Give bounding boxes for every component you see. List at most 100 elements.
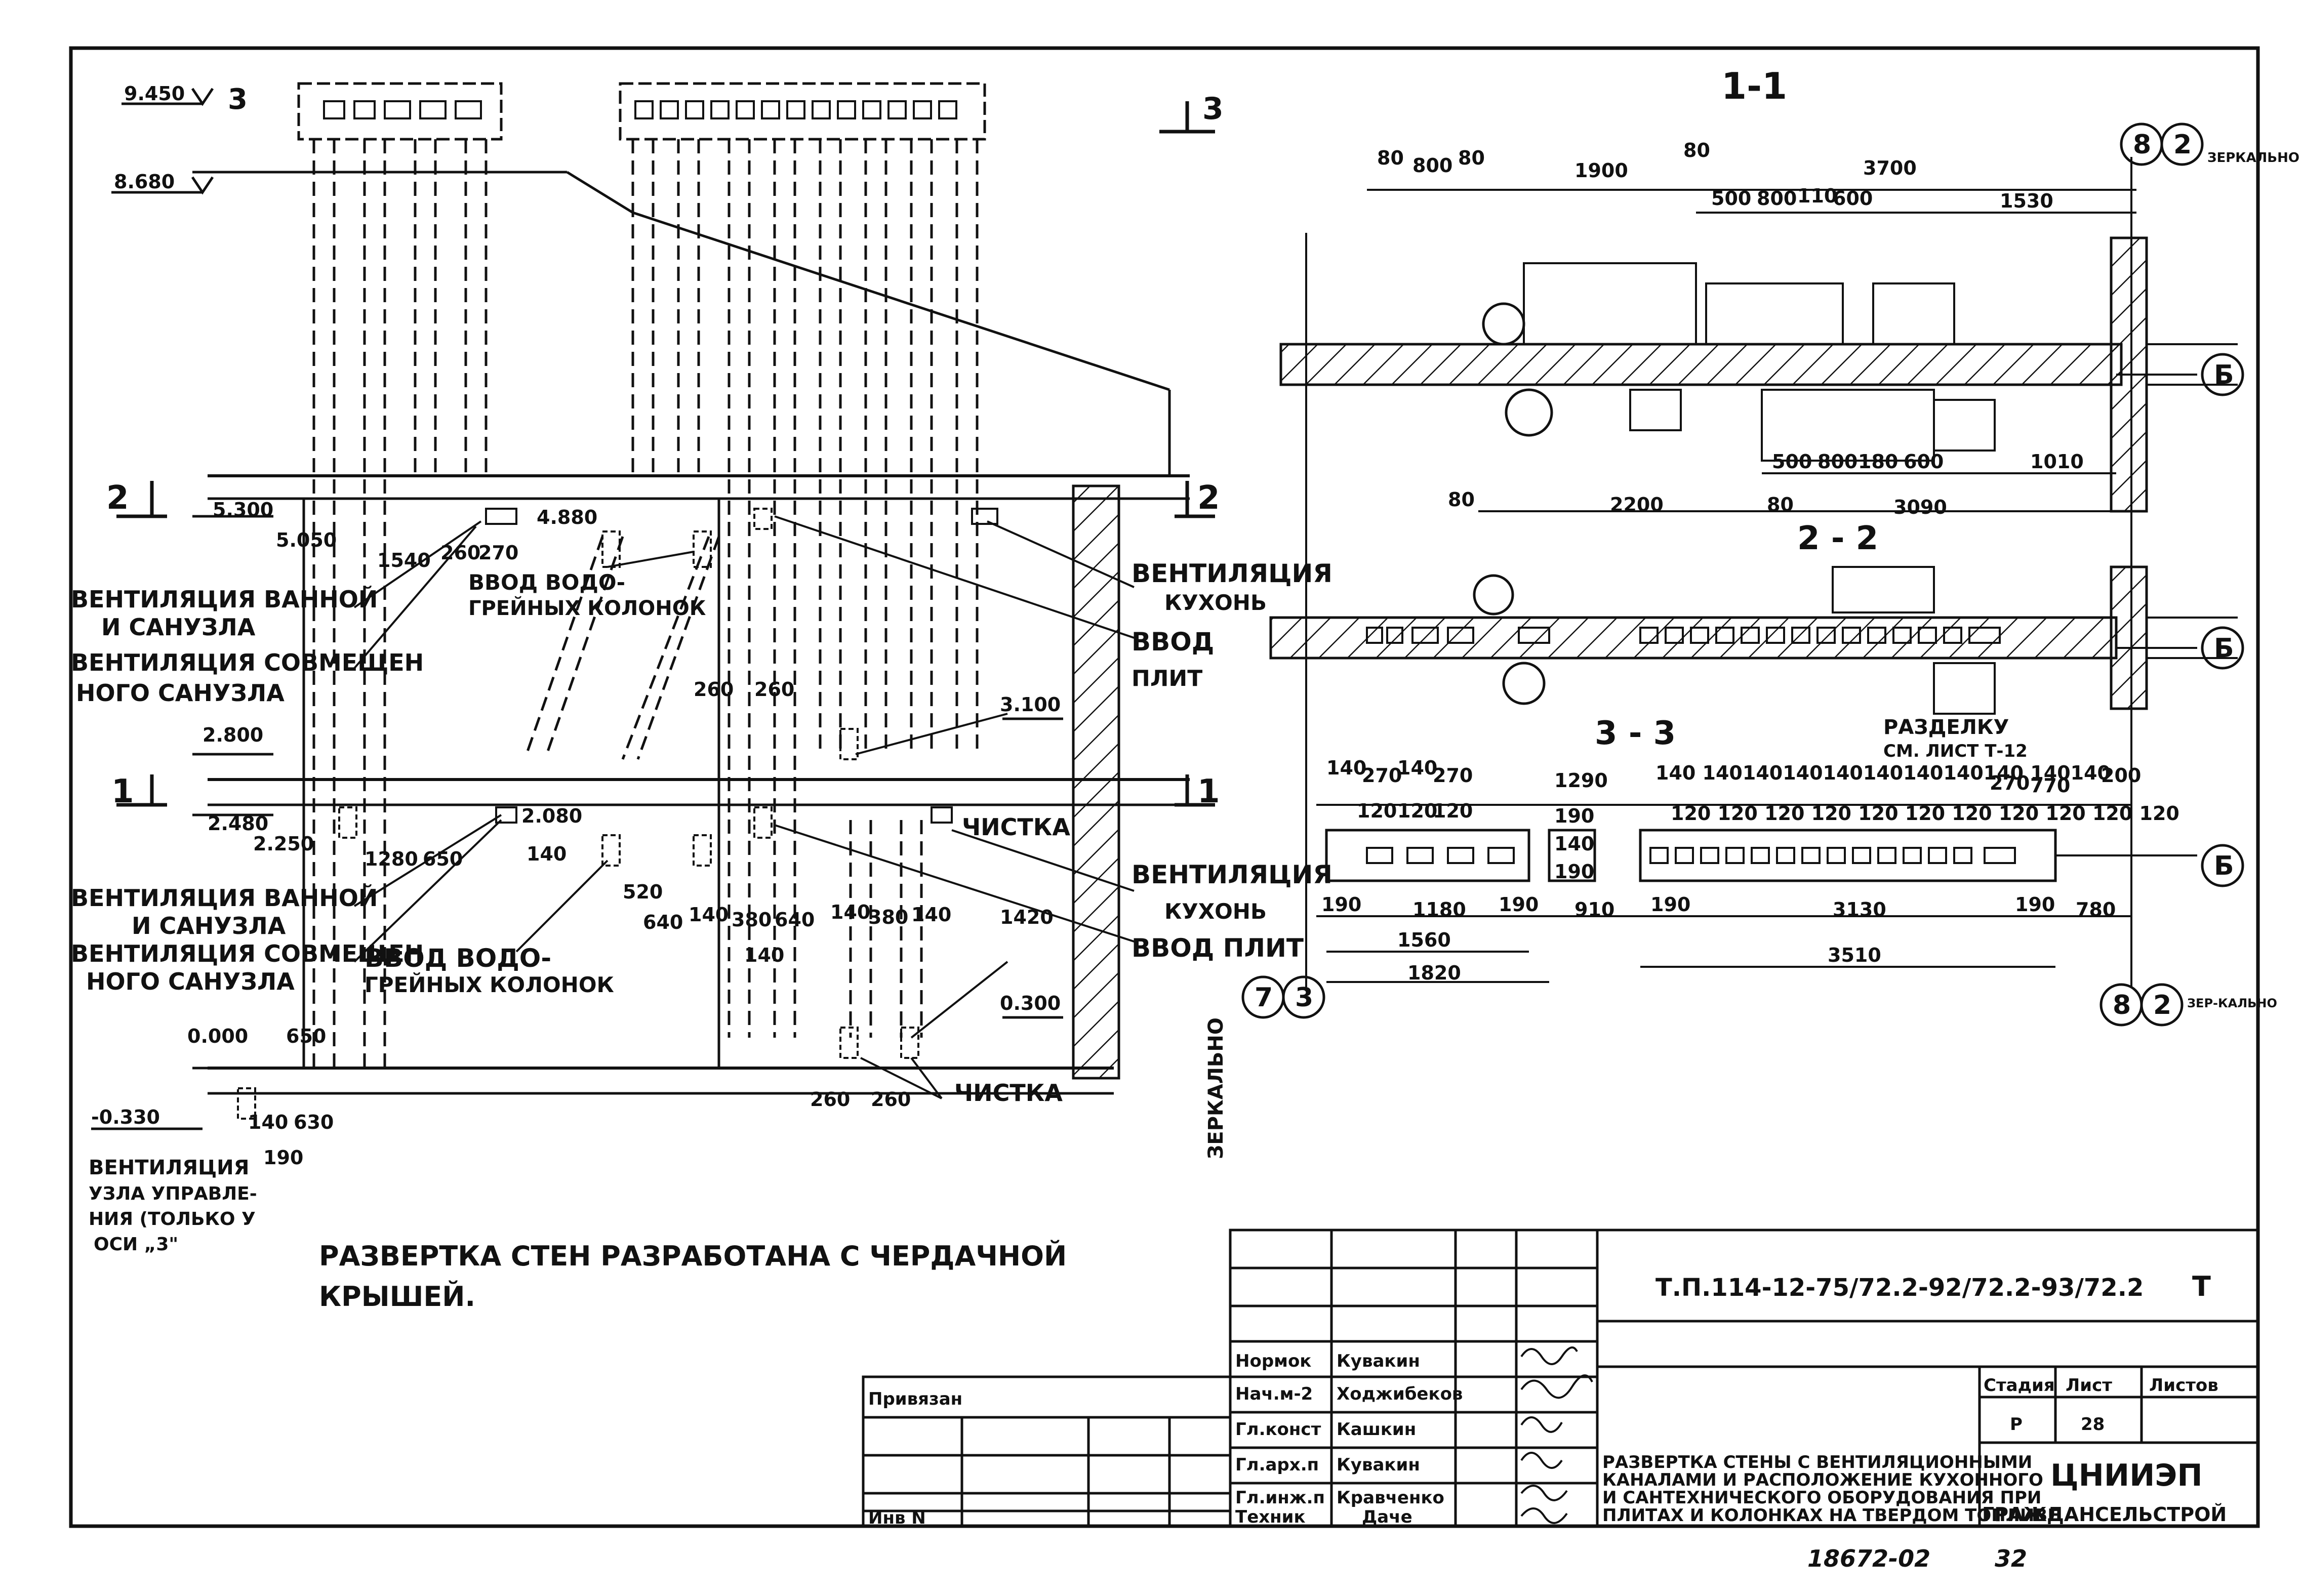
axis-bubble-2-top	[2160, 122, 2204, 166]
project-section-letter: Т	[2192, 1271, 2211, 1302]
axis-8-top: 8	[2133, 130, 2151, 160]
s11-total-2200: 2200	[1610, 494, 1664, 516]
s11-sub-800: 800	[1757, 187, 1797, 210]
s33-small-120-run: 120 120 120 120 120 120 120 120 120 120 …	[1671, 802, 2179, 825]
s11-bot-180: 180	[1858, 451, 1898, 473]
vent-head-left	[297, 82, 503, 141]
elev-8680: 8.680	[114, 171, 175, 193]
axis-7: 7	[1255, 983, 1273, 1013]
dim-650b: 650	[286, 1025, 326, 1047]
dim-260: 260	[440, 542, 480, 564]
s11-bot-500: 500	[1772, 451, 1812, 473]
dim-380b: 380	[868, 906, 908, 928]
note-stove-top-1: ВВОД	[1132, 627, 1214, 657]
s11-total-80a: 80	[1448, 488, 1475, 511]
role-6: Техник	[1235, 1507, 1306, 1527]
s11-total-80b: 80	[1767, 494, 1794, 516]
section-title-2-2: 2 - 2	[1797, 520, 1878, 557]
axis-2-bottom: 2	[2153, 990, 2171, 1020]
role-4: Гл.арх.п	[1235, 1455, 1319, 1475]
cut-ref-2: СМ. ЛИСТ Т-12	[1883, 741, 2028, 761]
section-3-3-block-mid	[1548, 829, 1596, 882]
note-water-heater-top-1: ВВОД ВОДО-	[468, 570, 625, 595]
note-vent-node-3: НИЯ (ТОЛЬКО У	[89, 1209, 256, 1230]
name-1: Кувакин	[1337, 1351, 1420, 1371]
s33-bot-190c: 190	[1650, 893, 1690, 916]
role-5: Гл.инж.п	[1235, 1488, 1325, 1508]
dim-520: 520	[623, 881, 663, 903]
section-1-1-dimensions: 80 800 80 1900 80 3700 500 800 110 600 1…	[1377, 139, 2084, 518]
section-2-2-wall	[1269, 616, 2118, 660]
note-cleaning-2: ЧИСТКА	[954, 1079, 1063, 1107]
bound-label: Привязан	[868, 1389, 962, 1409]
s11-sub-500: 500	[1711, 187, 1751, 210]
note-stove-mid: ВВОД ПЛИТ	[1132, 933, 1304, 963]
cut-ref-1: РАЗДЕЛКУ	[1883, 716, 2009, 739]
signatures	[1520, 1346, 1593, 1524]
axis-bubble-b-3	[2201, 844, 2244, 887]
section-1-1-wall	[1279, 343, 2123, 386]
wall-development	[91, 82, 1215, 1130]
elev-2080: 2.080	[521, 805, 582, 827]
note-water-heater-mid-1: ВВОД ВОДО-	[365, 944, 551, 973]
s11-top-80c: 80	[1683, 139, 1710, 161]
description-line-1: РАЗВЕРТКА СТЕНЫ С ВЕНТИЛЯЦИОННЫМИ	[1602, 1452, 2032, 1472]
section-views	[1241, 122, 2244, 1027]
s33-small-120a: 120	[1357, 800, 1397, 822]
elev-2800: 2.800	[203, 724, 263, 746]
dim-1280: 1280	[365, 848, 418, 870]
elev-5050: 5.050	[276, 529, 337, 551]
note-vent-bath-top: ВЕНТИЛЯЦИЯ ВАННОЙ	[71, 586, 378, 613]
s11-top-80a: 80	[1377, 147, 1404, 169]
general-note-line2: КРЫШЕЙ.	[319, 1281, 475, 1313]
name-5: Кравченко	[1337, 1488, 1444, 1508]
cut-mark-1-right: 1	[1197, 773, 1220, 810]
s33-side-190b: 190	[1554, 861, 1594, 883]
dim-140f: 140	[248, 1111, 288, 1133]
vent-head-right	[619, 82, 986, 141]
elevation-dimensions: 1540 260 270 260 260 1280 650 140 520 64…	[248, 542, 1054, 1169]
elev-5300: 5.300	[213, 499, 273, 521]
wall-annotations: ВЕНТИЛЯЦИЯ ВАННОЙ И САНУЗЛА ВЕНТИЛЯЦИЯ С…	[71, 559, 1332, 1255]
note-vent-kitchen-mid-1: ВЕНТИЛЯЦИЯ	[1132, 860, 1332, 889]
note-vent-node-1: ВЕНТИЛЯЦИЯ	[89, 1156, 249, 1179]
mirror-left: ЗЕРКАЛЬНО	[1204, 1017, 1228, 1159]
s11-top-800: 800	[1412, 154, 1452, 177]
s33-top-140-run: 140 140140140140140140140140 140140	[1655, 762, 2111, 784]
dim-260c: 260	[754, 678, 794, 701]
note-vent-combined-top: ВЕНТИЛЯЦИЯ СОВМЕЩЕН	[71, 649, 424, 676]
dim-1420: 1420	[1000, 906, 1054, 928]
note-vent-kitchen-top-1: ВЕНТИЛЯЦИЯ	[1132, 559, 1332, 588]
note-vent-node-4: ОСИ „3"	[94, 1234, 178, 1255]
section-3-3-dimensions: 140 270 140 270 1290 140 140140140140140…	[1321, 716, 2179, 984]
org-subname: ГРАЖДАНСЕЛЬСТРОЙ	[1982, 1503, 2227, 1526]
s33-small-120c: 120	[1433, 800, 1473, 822]
axis-3: 3	[1295, 983, 1313, 1013]
s33-top-770: 770	[2030, 774, 2070, 797]
cut-mark-3-top: 3	[1202, 91, 1224, 127]
page-number: 32	[1995, 1545, 2027, 1572]
note-and-wc-mid: И САНУЗЛА	[132, 912, 286, 939]
sheet-header: Лист	[2066, 1375, 2112, 1396]
axis-bubble-2-bottom	[2140, 983, 2184, 1027]
elev-9450: 9.450	[124, 83, 185, 105]
s33-side-140: 140	[1554, 833, 1594, 855]
elev-4880: 4.880	[537, 506, 597, 528]
s33-small-120b: 120	[1397, 800, 1437, 822]
s11-bot-1010: 1010	[2030, 451, 2084, 473]
s11-top-1900: 1900	[1574, 159, 1628, 182]
wall-section-hatch	[1072, 484, 1120, 1080]
org-name: ЦНИИЭП	[2050, 1458, 2203, 1493]
note-water-heater-mid-2: ГРЕЙНЫХ КОЛОНОК	[365, 972, 614, 997]
cut-mark-2-right: 2	[1197, 479, 1220, 517]
cut-mark-2-left: 2	[106, 479, 129, 517]
title-names: Кувакин Ходжибеков Кашкин Кувакин Кравче…	[1337, 1351, 1463, 1527]
elevation-labels: 9.450 8.680 5.300 5.050 4.880 2.800 2.48…	[91, 83, 1061, 1128]
axis-bubble-b-1	[2201, 353, 2244, 396]
s33-top-200: 200	[2101, 764, 2141, 787]
s33-bot-190a: 190	[1321, 893, 1361, 916]
note-water-heater-top-2: ГРЕЙНЫХ КОЛОНОК	[468, 596, 706, 620]
elev-0300: 0.300	[1000, 992, 1061, 1014]
